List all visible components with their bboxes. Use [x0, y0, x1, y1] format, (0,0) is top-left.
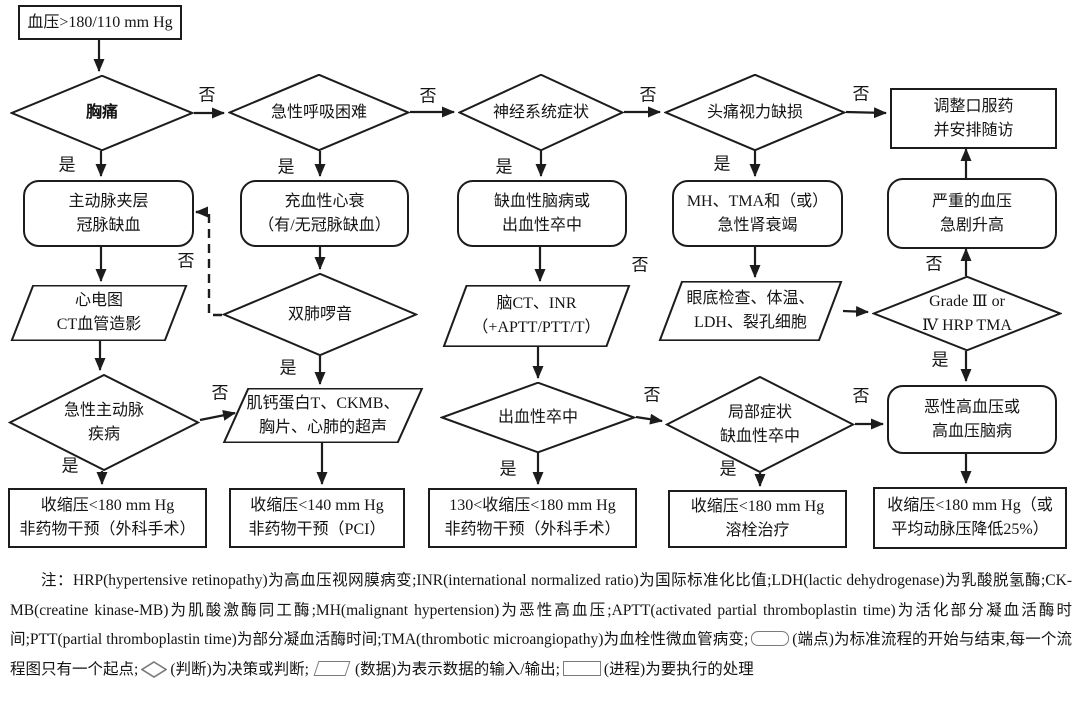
decision-shape-icon [141, 660, 168, 678]
data-shape-icon [313, 660, 351, 676]
node-start: 血压>180/110 mm Hg [18, 5, 182, 40]
diamond-shape [10, 75, 194, 151]
edge-label-yes: 是 [61, 456, 79, 476]
figure-footnote: 注：HRP(hypertensive retinopathy)为高血压视网膜病变… [10, 566, 1072, 684]
diamond-shape [665, 376, 855, 473]
edge-label-yes: 是 [279, 358, 297, 378]
edge-label-no: 否 [211, 383, 229, 403]
footnote-text-5: (进程)为要执行的处理 [603, 660, 754, 678]
diamond-shape [440, 382, 636, 453]
diamond-shape [664, 74, 846, 151]
diamond-shape [458, 74, 624, 151]
diamond-shape [222, 273, 418, 356]
node-chf: 充血性心衰 （有/无冠脉缺血） [240, 180, 409, 247]
node-troponin-ckmb: 肌钙蛋白T、CKMB、 胸片、心肺的超声 [222, 388, 424, 443]
flow-arrows [93, 36, 972, 487]
parallelogram-shape [658, 281, 843, 341]
node-grade-hrp-tma: Grade Ⅲ or Ⅳ HRP TMA [872, 276, 1062, 351]
node-malignant-htn: 恶性高血压或 高血压脑病 [887, 385, 1057, 454]
edge-label-yes: 是 [495, 157, 513, 177]
node-neuro-symptoms: 神经系统症状 [458, 74, 624, 151]
node-brain-ct-inr: 脑CT、INR （+APTT/PTT/T） [442, 285, 631, 347]
node-severe-bp-rise: 严重的血压 急剧升高 [887, 178, 1057, 249]
process-shape-icon [562, 660, 601, 676]
node-sbp180-surgery: 收缩压<180 mm Hg 非药物干预（外科手术） [8, 488, 207, 548]
footnote-text-4: (数据)为表示数据的输入/输出; [354, 660, 560, 678]
edge-label-no: 否 [852, 386, 870, 406]
node-adjust-oral-meds: 调整口服药 并安排随访 [890, 88, 1057, 149]
edge-label-yes: 是 [931, 350, 949, 370]
node-focal-ischemic-stroke: 局部症状 缺血性卒中 [665, 376, 855, 473]
node-ischemic-encephalopathy: 缺血性脑病或 出血性卒中 [457, 180, 627, 247]
edge-label-yes: 是 [499, 459, 517, 479]
edge-label-no: 否 [198, 85, 216, 105]
edge-label-no: 否 [925, 254, 943, 274]
node-acute-dyspnea: 急性呼吸困难 [228, 74, 410, 151]
node-sbp180-map25: 收缩压<180 mm Hg（或 平均动脉压降低25%） [873, 487, 1067, 549]
edge-label-no: 否 [631, 255, 649, 275]
node-chest-pain: 胸痛 [10, 75, 194, 151]
node-fundus-exam: 眼底检查、体温、 LDH、裂孔细胞 [658, 281, 843, 341]
node-ecg-ct-angiography: 心电图 CT血管造影 [10, 285, 188, 341]
footnote-text-2: (端点)为标准流程的开始与结束,每一个流程图只有一个起点; [10, 631, 1072, 678]
edge-label-no: 否 [852, 84, 870, 104]
edge-label-yes: 是 [277, 157, 295, 177]
parallelogram-shape [442, 285, 631, 347]
footnote-text-3: (判断)为决策或判断; [170, 660, 309, 678]
parallelogram-shape [10, 285, 188, 341]
node-mh-tma-arf: MH、TMA和（或） 急性肾衰竭 [672, 180, 843, 247]
diamond-shape [872, 276, 1062, 351]
node-aortic-dissection: 主动脉夹层 冠脉缺血 [23, 180, 194, 247]
edge-label-yes: 是 [713, 154, 731, 174]
node-bilateral-rales: 双肺啰音 [222, 273, 418, 356]
edge-label-yes: 是 [719, 459, 737, 479]
edge-label-yes: 是 [58, 155, 76, 175]
diamond-shape [8, 374, 200, 471]
node-sbp180-thrombolysis: 收缩压<180 mm Hg 溶栓治疗 [668, 490, 847, 548]
edge-label-no: 否 [639, 85, 657, 105]
node-hemorrhagic-stroke: 出血性卒中 [440, 382, 636, 453]
footnote-text-1: 注：HRP(hypertensive retinopathy)为高血压视网膜病变… [10, 572, 1072, 648]
edge-label-no: 否 [419, 86, 437, 106]
edge-label-no: 否 [643, 385, 661, 405]
terminal-shape-icon [751, 631, 790, 646]
diamond-shape [228, 74, 410, 151]
node-sbp130-180-surgery: 130<收缩压<180 mm Hg 非药物干预（外科手术） [428, 488, 637, 548]
node-headache-vision-loss: 头痛视力缺损 [664, 74, 846, 151]
edge-label-no: 否 [177, 251, 195, 271]
parallelogram-shape [222, 388, 424, 443]
node-sbp140-pci: 收缩压<140 mm Hg 非药物干预（PCI） [229, 488, 405, 548]
node-acute-aortic-disease: 急性主动脉 疾病 [8, 374, 200, 471]
